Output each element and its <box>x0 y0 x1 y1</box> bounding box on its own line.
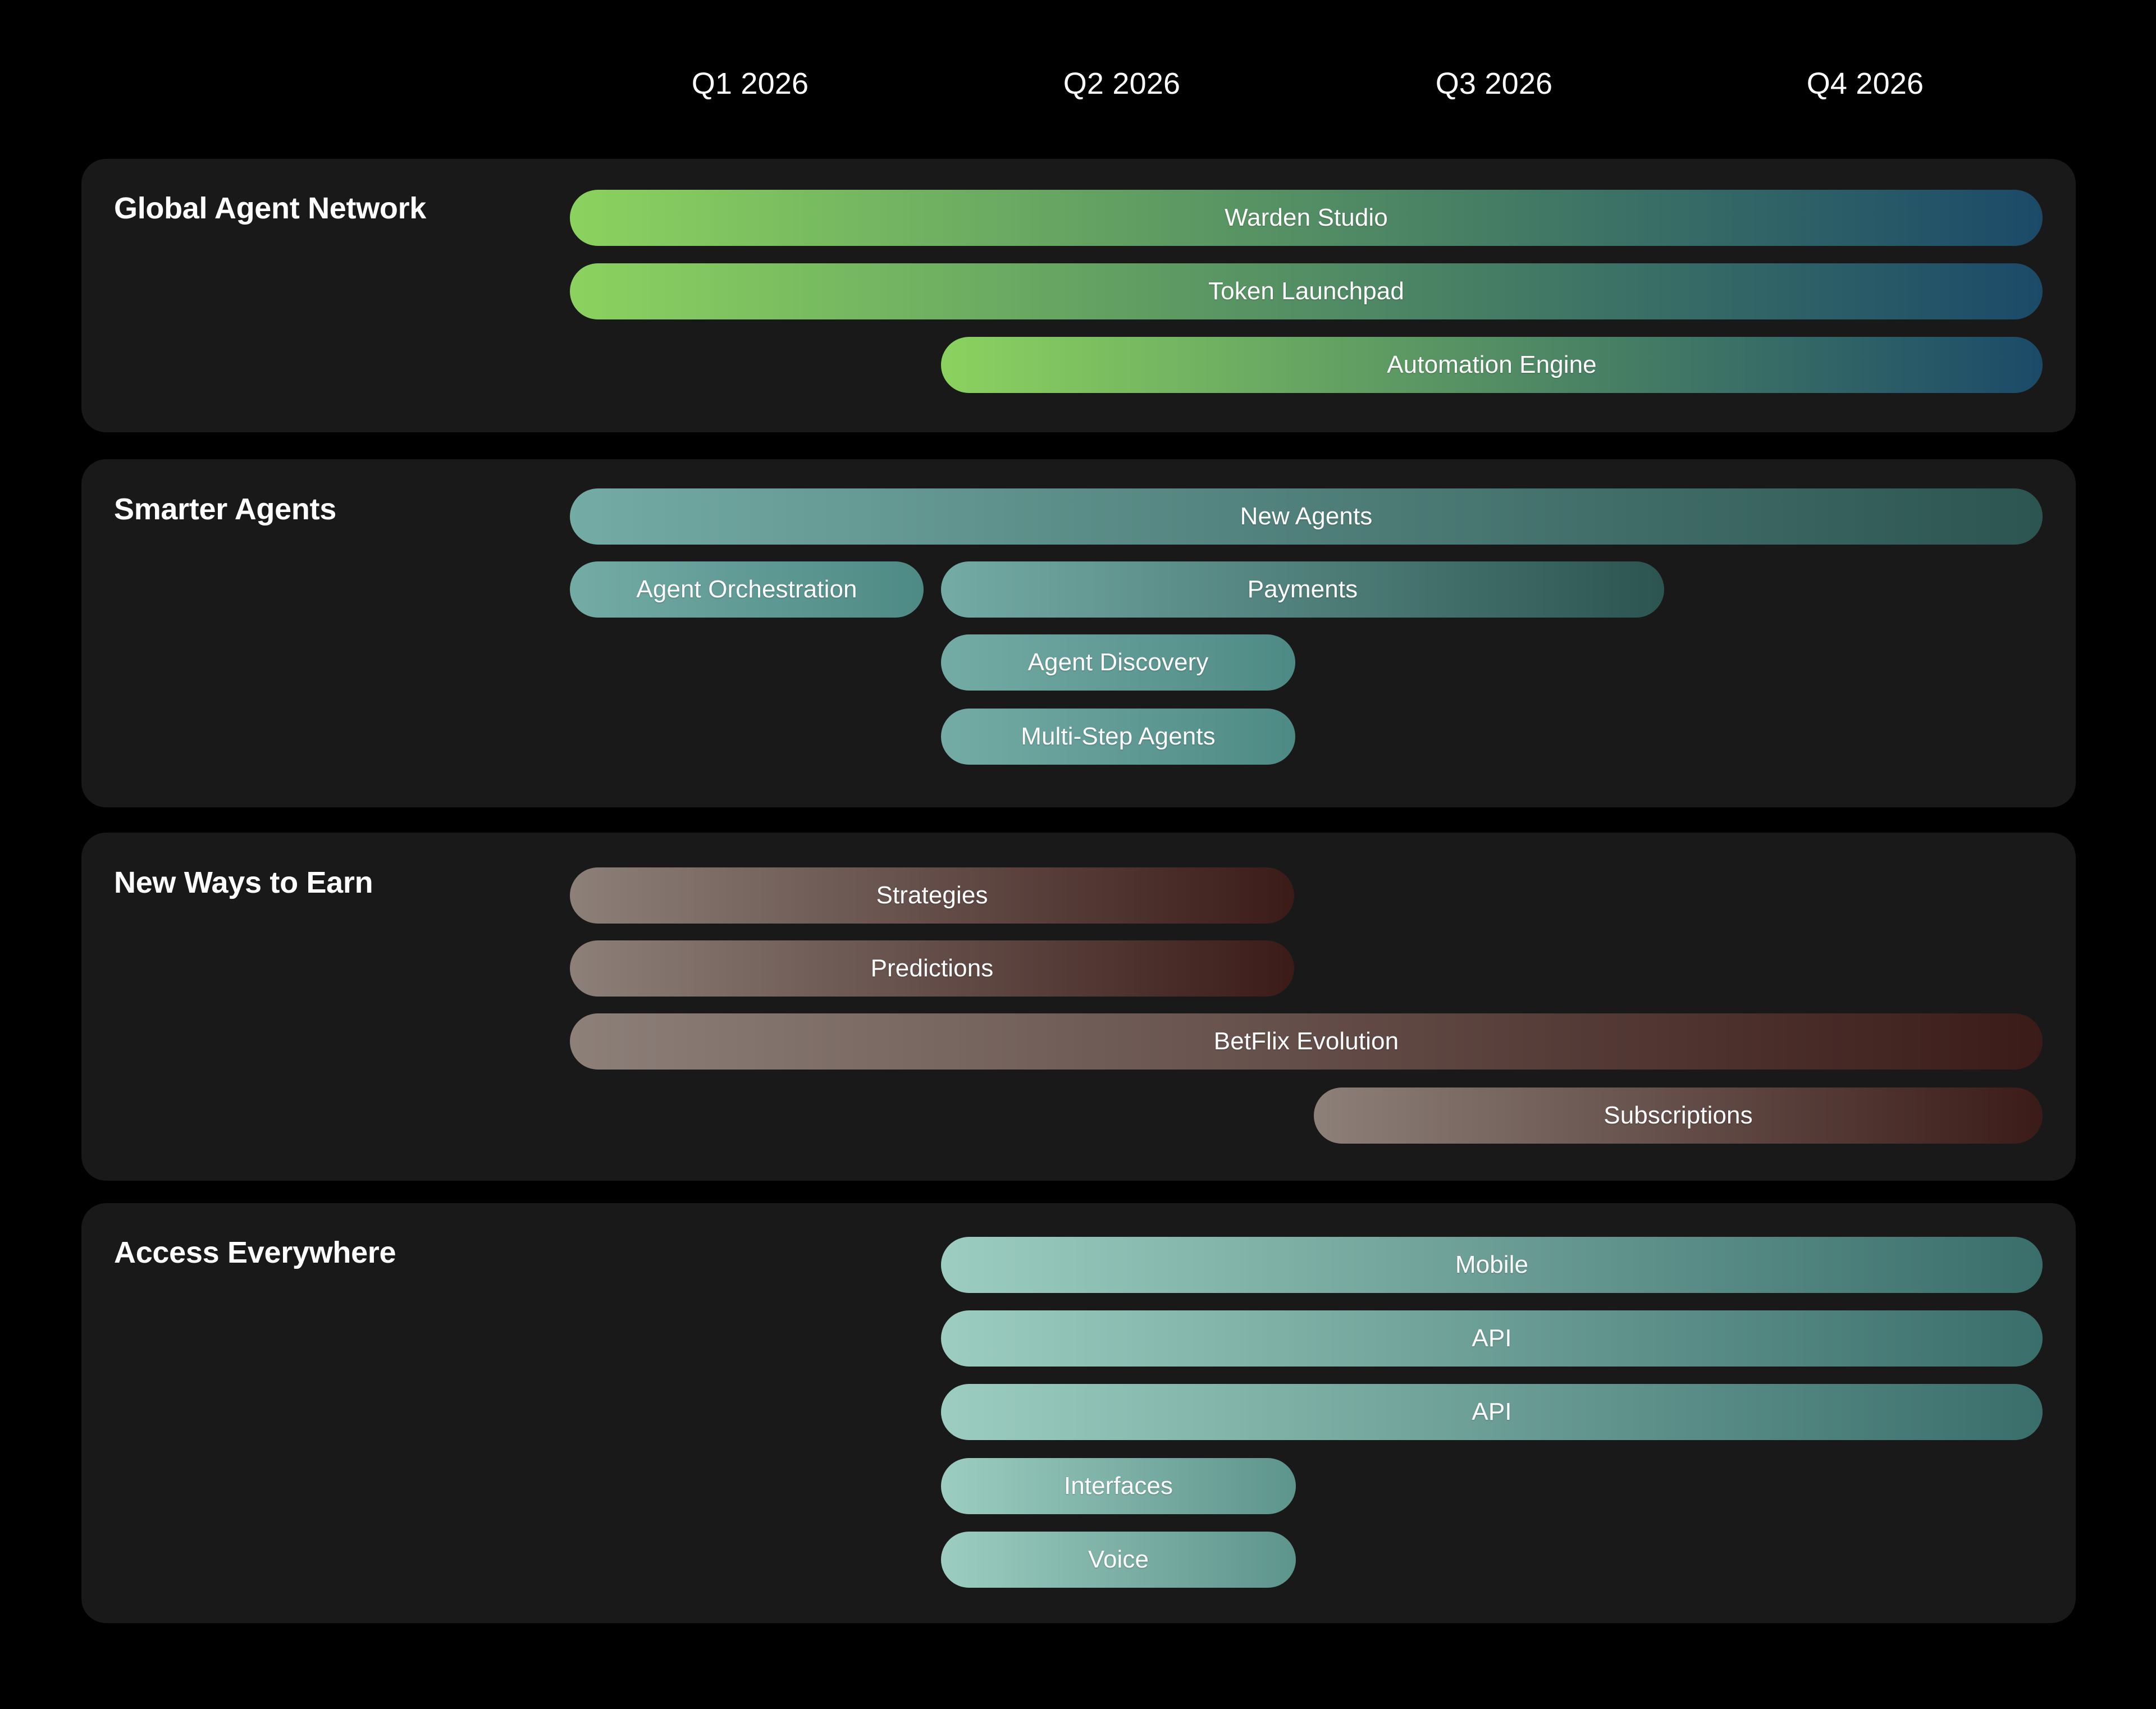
timeline-bar-label: API <box>1472 1398 1512 1425</box>
timeline-bar[interactable]: Payments <box>941 561 1664 618</box>
timeline-bar-label: API <box>1472 1324 1512 1352</box>
timeline-axis: Q1 2026 Q2 2026 Q3 2026 Q4 2026 <box>0 66 2156 128</box>
timeline-bar-label: BetFlix Evolution <box>1213 1027 1399 1055</box>
timeline-bar[interactable]: Warden Studio <box>570 190 2043 246</box>
timeline-bar[interactable]: BetFlix Evolution <box>570 1013 2043 1070</box>
axis-tick-4: Q4 2026 <box>1806 67 1924 100</box>
section-title: New Ways to Earn <box>114 866 373 899</box>
timeline-bar-label: Agent Orchestration <box>636 575 857 603</box>
timeline-bar-label: Interfaces <box>1063 1472 1173 1500</box>
section-title: Access Everywhere <box>114 1236 396 1269</box>
timeline-bar[interactable]: Automation Engine <box>941 337 2043 393</box>
timeline-bar-label: Mobile <box>1455 1251 1529 1278</box>
timeline-bar-label: Warden Studio <box>1225 204 1388 231</box>
axis-tick-3: Q3 2026 <box>1435 67 1553 100</box>
timeline-bar-label: Predictions <box>870 954 994 982</box>
section-title: Global Agent Network <box>114 191 427 225</box>
timeline-bar[interactable]: Mobile <box>941 1237 2043 1293</box>
timeline-bar[interactable]: Strategies <box>570 867 1294 924</box>
timeline-bar-label: New Agents <box>1240 502 1373 530</box>
timeline-bar-label: Agent Discovery <box>1027 648 1209 676</box>
timeline-bar[interactable]: Interfaces <box>941 1458 1296 1514</box>
timeline-bar[interactable]: Multi-Step Agents <box>941 709 1295 765</box>
timeline-bar[interactable]: New Agents <box>570 488 2043 545</box>
timeline-bar[interactable]: Agent Discovery <box>941 634 1295 691</box>
timeline-bar-label: Voice <box>1088 1546 1149 1573</box>
timeline-bar-label: Subscriptions <box>1604 1102 1753 1129</box>
timeline-bar[interactable]: Voice <box>941 1532 1296 1588</box>
timeline-bar[interactable]: Subscriptions <box>1314 1087 2043 1144</box>
timeline-bar[interactable]: Token Launchpad <box>570 263 2043 319</box>
axis-tick-2: Q2 2026 <box>1063 67 1181 100</box>
timeline-bar-label: Automation Engine <box>1387 351 1597 378</box>
timeline-bar[interactable]: Predictions <box>570 940 1294 997</box>
timeline-bar-label: Payments <box>1247 575 1358 603</box>
axis-tick-1: Q1 2026 <box>691 67 809 100</box>
timeline-bar[interactable]: API <box>941 1384 2043 1440</box>
section-title: Smarter Agents <box>114 492 336 526</box>
timeline-bar-label: Multi-Step Agents <box>1021 723 1216 750</box>
timeline-bar[interactable]: Agent Orchestration <box>570 561 924 618</box>
timeline-bar-label: Strategies <box>876 881 988 909</box>
timeline-bar-label: Token Launchpad <box>1208 277 1404 305</box>
timeline-bar[interactable]: API <box>941 1310 2043 1367</box>
